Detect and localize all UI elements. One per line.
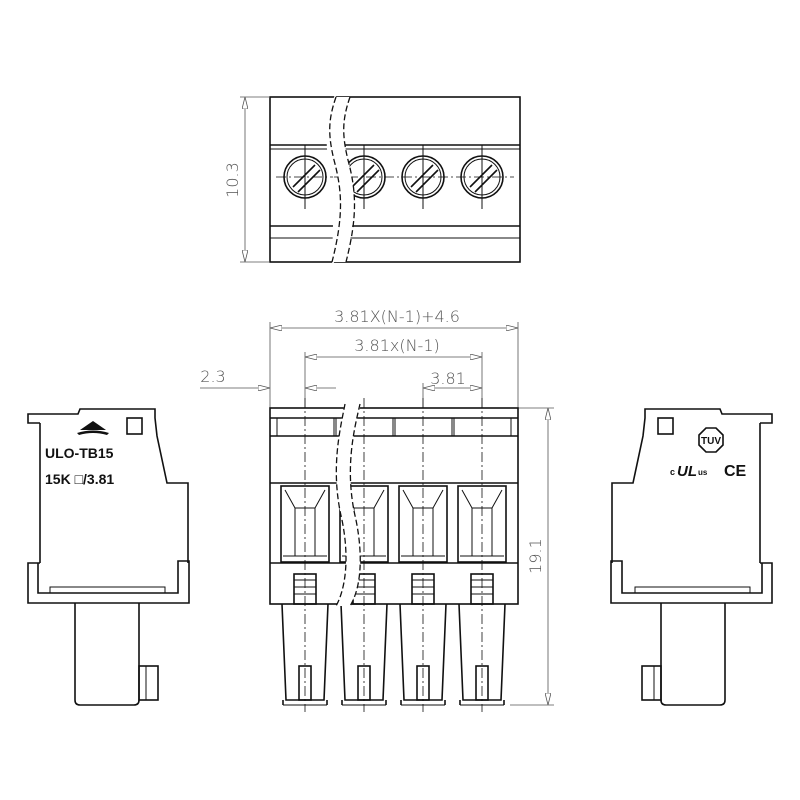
brand-logo-icon	[77, 421, 109, 435]
screw-icon	[401, 145, 445, 209]
marking-rating: 15K □/3.81	[45, 471, 114, 487]
dim-edge-offset: 2.3	[200, 367, 225, 386]
ce-mark: CE	[724, 463, 747, 480]
marking-model: ULO-TB15	[45, 445, 114, 461]
dim-pitch: 3.81	[430, 369, 466, 388]
screw-heads	[283, 145, 504, 209]
dim-height: 19.1	[526, 538, 545, 574]
top-view: 10.3	[223, 92, 521, 268]
svg-text:c: c	[670, 467, 675, 477]
top-slots	[276, 417, 512, 437]
svg-text:UL: UL	[677, 463, 697, 480]
tuv-cert-icon: TUV	[698, 427, 724, 453]
screw-icon	[283, 145, 327, 209]
right-side-view: TUV c UL us CE	[610, 408, 773, 706]
dim-top-height: 10.3	[223, 162, 242, 198]
screw-icon	[460, 145, 504, 209]
wire-entries	[280, 485, 507, 563]
left-side-view: ULO-TB15 15K □/3.81	[27, 408, 190, 706]
front-view: 3.81X(N-1)+4.6 3.81x(N-1) 3.81 2.3 19.1	[200, 307, 554, 712]
dim-overall-width: 3.81X(N-1)+4.6	[334, 307, 460, 326]
ul-cert-icon: c UL us	[670, 463, 708, 480]
test-windows	[293, 573, 494, 605]
svg-text:us: us	[698, 468, 708, 477]
svg-text:TUV: TUV	[701, 436, 721, 447]
dim-pitch-span: 3.81x(N-1)	[354, 336, 440, 355]
pins	[281, 603, 506, 706]
